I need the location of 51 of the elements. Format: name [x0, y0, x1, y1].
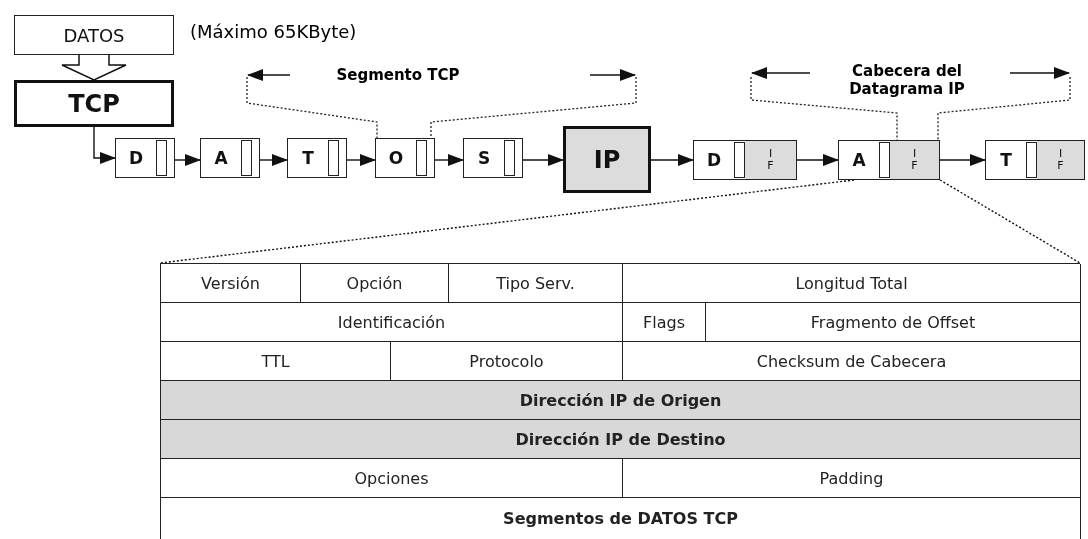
datagram-box [838, 140, 940, 180]
segment-letter: O [387, 148, 405, 168]
datagram-box [985, 140, 1085, 180]
protocol-box [14, 80, 174, 127]
table-cell: Dirección IP de Destino [161, 420, 1081, 459]
arrow [939, 154, 986, 166]
arrow [259, 154, 288, 166]
segment-letter: A [851, 150, 867, 170]
segment-letter: T [999, 150, 1013, 170]
table-cell: Flags [623, 303, 706, 342]
datagram-box [693, 140, 797, 180]
arrow [522, 154, 564, 166]
segment-letter: D [127, 148, 145, 168]
table-cell: Padding [623, 459, 1081, 498]
table-cell: Dirección IP de Origen [161, 381, 1081, 420]
protocol-box [563, 126, 651, 193]
box-label: TCP [68, 89, 120, 118]
segment-box [200, 138, 260, 178]
leader-line [159, 179, 855, 264]
segment-letter: T [301, 148, 315, 168]
table-cell: Opciones [161, 459, 623, 498]
arrow [650, 154, 694, 166]
segment-box [287, 138, 347, 178]
table-cell: Fragmento de Offset [706, 303, 1081, 342]
box-label: DATOS [63, 24, 125, 46]
arrow [346, 154, 376, 166]
arrow [796, 154, 839, 166]
data-box [14, 15, 174, 55]
arrow [93, 126, 116, 164]
arrow [174, 154, 201, 166]
segment-box [375, 138, 435, 178]
table-cell: Tipo Serv. [449, 264, 623, 303]
table-cell: Versión [161, 264, 301, 303]
header-table [160, 263, 1080, 539]
table-cell: Opción [301, 264, 449, 303]
segment-box [463, 138, 523, 178]
note-text: (Máximo 65KByte) [190, 21, 357, 42]
arrow [434, 154, 464, 166]
segment-box [115, 138, 175, 178]
leader-line [939, 179, 1081, 264]
segment-letter: S [476, 148, 492, 168]
box-label: IP [593, 145, 621, 174]
header-label: I F [745, 141, 796, 179]
segment-letter: D [705, 150, 723, 170]
header-label: I F [890, 141, 939, 179]
table-cell: Longitud Total [623, 264, 1081, 303]
segment-letter: A [213, 148, 229, 168]
header-label: I F [1037, 141, 1084, 179]
table-cell: Segmentos de DATOS TCP [161, 498, 1081, 539]
block-arrow [61, 54, 127, 81]
table-cell: Identificación [161, 303, 623, 342]
